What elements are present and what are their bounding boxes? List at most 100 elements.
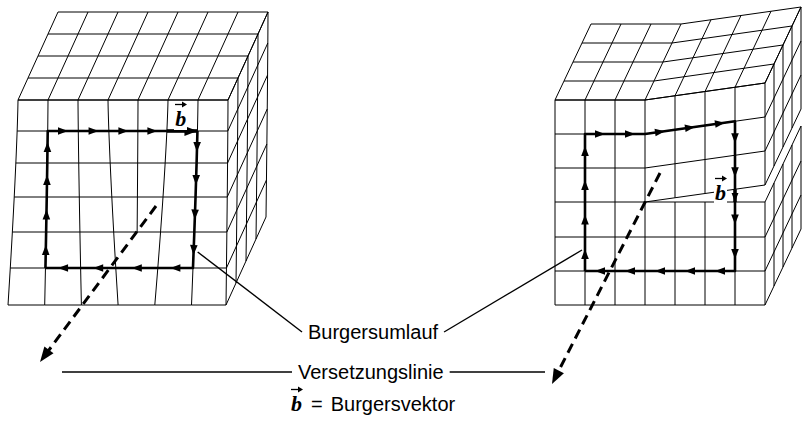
crystal-lattice bbox=[765, 161, 801, 237]
crystal-lattice bbox=[645, 185, 765, 202]
dislocation-arrowhead bbox=[40, 347, 54, 362]
crystal-lattice bbox=[792, 26, 793, 128]
callout-label: Versetzungslinie bbox=[298, 362, 444, 382]
crystal-lattice bbox=[8, 305, 226, 306]
dislocation-line bbox=[46, 206, 156, 354]
crystal-lattice bbox=[783, 164, 784, 267]
burgers-vector-label: b bbox=[715, 175, 726, 204]
circuit-arrowhead bbox=[170, 264, 180, 272]
circuit-arrowhead bbox=[715, 267, 725, 275]
crystal-lattice bbox=[675, 202, 676, 305]
burgers-circuit bbox=[45, 131, 166, 268]
crystal-lattice bbox=[774, 183, 775, 286]
circuit-arrowhead bbox=[715, 120, 725, 128]
crystal-lattice bbox=[226, 217, 266, 305]
circuit-arrowhead bbox=[193, 142, 201, 152]
crystal-lattice bbox=[18, 100, 228, 101]
crystal-lattice bbox=[675, 20, 711, 96]
crystal-lattice bbox=[615, 24, 651, 100]
crystal-lattice bbox=[226, 180, 266, 268]
leader-line bbox=[62, 250, 582, 372]
key-text: Burgersvektor bbox=[331, 394, 456, 414]
circuit-arrowhead bbox=[132, 264, 142, 272]
burgers-circuit bbox=[45, 121, 735, 271]
crystal-lattice bbox=[138, 12, 178, 100]
circuit-arrowhead bbox=[89, 127, 99, 135]
circuit-arrowhead bbox=[192, 175, 200, 185]
circuit-arrowhead bbox=[731, 167, 739, 177]
circuit-arrowhead bbox=[42, 245, 50, 255]
crystal-lattice bbox=[227, 109, 267, 197]
circuit-arrowhead bbox=[190, 245, 198, 255]
burgers-circuit bbox=[585, 202, 735, 271]
circuit-arrowhead bbox=[581, 249, 589, 259]
burgers-vector-arrowhead bbox=[732, 193, 739, 202]
circuit-arrowhead bbox=[625, 130, 635, 138]
crystal-lattice bbox=[801, 7, 802, 109]
crystal-lattice bbox=[8, 12, 268, 305]
crystal-lattice bbox=[765, 202, 766, 305]
leader-line bbox=[444, 250, 582, 332]
circuit-arrowhead bbox=[58, 127, 68, 135]
circuit-arrowhead bbox=[685, 267, 695, 275]
crystal-lattice bbox=[801, 126, 802, 229]
dislocation-arrowhead bbox=[40, 347, 564, 384]
crystal-lattice bbox=[227, 144, 267, 232]
crystal-lattice bbox=[765, 109, 801, 185]
burgers-vector-arrowhead bbox=[184, 126, 738, 202]
crystal-lattice bbox=[38, 56, 248, 57]
crystal-lattice bbox=[585, 24, 621, 100]
crystal-lattice bbox=[228, 75, 268, 163]
key-equals: = bbox=[311, 394, 323, 414]
leader-line bbox=[62, 371, 292, 372]
vector-label-patch: b bbox=[290, 386, 303, 415]
circuit-arrowhead bbox=[42, 120, 739, 274]
key-symbol: b bbox=[291, 386, 302, 415]
crystal-lattice bbox=[28, 78, 238, 79]
crystal-lattice bbox=[765, 195, 801, 271]
crystal-lattice bbox=[58, 12, 268, 13]
crystal-lattice bbox=[675, 96, 676, 198]
crystal-lattice bbox=[783, 45, 784, 147]
crystal-lattice bbox=[48, 12, 88, 100]
vector-label-patch: b bbox=[714, 175, 727, 204]
dislocation-line bbox=[46, 173, 660, 376]
burgers-circuit bbox=[45, 131, 197, 268]
crystal-lattice bbox=[555, 7, 801, 305]
crystal-lattice bbox=[765, 75, 801, 151]
crystal-lattice bbox=[555, 237, 765, 238]
crystal-lattice bbox=[645, 24, 681, 100]
callout-label: Burgersumlauf bbox=[308, 322, 438, 342]
crystal-lattice bbox=[765, 126, 801, 202]
circuit-arrowhead bbox=[44, 142, 52, 152]
circuit-arrowhead bbox=[58, 264, 68, 272]
crystal-lattice bbox=[266, 12, 268, 217]
circuit-arrowhead bbox=[625, 267, 635, 275]
circuit-arrowhead bbox=[581, 180, 589, 190]
circuit-arrowhead bbox=[731, 215, 739, 225]
circuit-arrowhead bbox=[118, 127, 128, 135]
circuit-arrowhead bbox=[43, 210, 51, 220]
crystal-lattice bbox=[792, 145, 793, 248]
dislocation-line bbox=[556, 173, 660, 376]
crystal-lattice bbox=[765, 229, 801, 305]
crystal-lattice bbox=[555, 24, 591, 100]
vector-label-patch: b bbox=[174, 101, 187, 130]
circuit-arrowhead bbox=[43, 175, 51, 185]
crystal-lattice bbox=[78, 12, 118, 100]
circuit-arrowhead bbox=[655, 129, 665, 137]
crystal-lattice bbox=[735, 11, 771, 87]
crystal-lattice bbox=[705, 16, 741, 92]
circuit-arrowhead bbox=[685, 125, 695, 133]
circuit-arrowhead bbox=[731, 249, 739, 259]
crystal-lattice bbox=[705, 202, 706, 305]
crystal-lattice bbox=[137, 100, 139, 232]
crystal-lattice bbox=[108, 12, 148, 100]
crystal-lattice bbox=[555, 305, 765, 306]
circuit-arrowhead bbox=[191, 209, 199, 219]
crystal-lattice bbox=[48, 34, 258, 35]
crystal-lattice bbox=[705, 92, 706, 194]
burgers-vector-label: b bbox=[175, 101, 186, 130]
crystal-lattice bbox=[198, 12, 238, 100]
